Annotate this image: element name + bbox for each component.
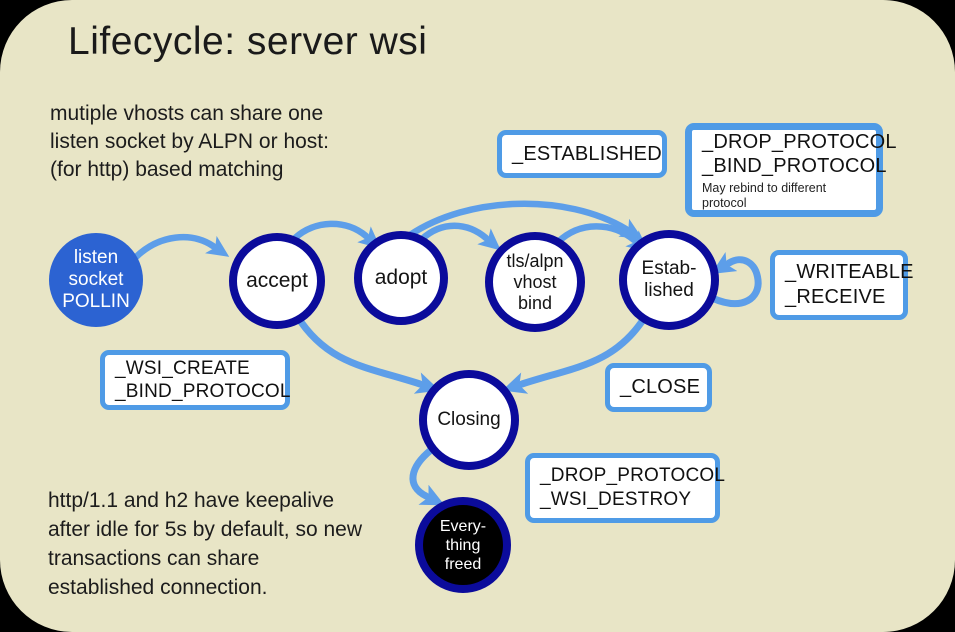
- callout-label: _WSI_CREATE: [115, 358, 250, 379]
- node-label: bind: [517, 292, 553, 313]
- callout-label: _RECEIVE: [785, 286, 886, 308]
- callout-writeable-receive: _WRITEABLE _RECEIVE: [770, 250, 914, 320]
- callout-label: _BIND_PROTOCOL: [115, 381, 291, 402]
- node-listen-socket: listen socket POLLIN: [49, 233, 143, 327]
- callout-label: _DROP_PROTOCOL: [540, 465, 726, 486]
- callout-label: _WRITEABLE: [785, 261, 914, 283]
- node-label: Every-: [439, 517, 487, 535]
- callout-drop-bind-protocol: _DROP_PROTOCOL _BIND_PROTOCOL May rebind…: [685, 123, 897, 217]
- callout-label: _ESTABLISHED: [512, 142, 662, 165]
- node-closing: Closing: [419, 370, 519, 470]
- callout-label: _WSI_DESTROY: [540, 489, 692, 510]
- note-line: http/1.1 and h2 have keepalive: [48, 489, 335, 512]
- callout-established: _ESTABLISHED: [497, 130, 667, 178]
- node-label: freed: [444, 555, 482, 573]
- note-line: after idle for 5s by default, so new: [48, 518, 363, 541]
- note-line: mutiple vhosts can share one: [50, 102, 324, 125]
- note-line: established connection.: [48, 576, 268, 599]
- node-everything-freed: Every- thing freed: [415, 497, 511, 593]
- callout-note: May rebind to different protocol: [702, 180, 827, 210]
- node-label: Estab-: [641, 258, 697, 279]
- callout-label: _BIND_PROTOCOL: [702, 154, 887, 177]
- note-keepalive: http/1.1 and h2 have keepalive after idl…: [48, 486, 362, 602]
- note-line: (for http) based matching: [50, 158, 284, 181]
- node-accept: accept: [229, 233, 325, 329]
- node-label: lished: [644, 280, 694, 301]
- node-label: adopt: [374, 266, 428, 289]
- node-label: Closing: [437, 409, 501, 430]
- callout-drop-protocol-wsi-destroy: _DROP_PROTOCOL _WSI_DESTROY: [525, 453, 726, 523]
- node-label: socket: [68, 269, 124, 290]
- node-label: accept: [246, 269, 308, 292]
- node-label: thing: [445, 536, 481, 554]
- note-line: transactions can share: [48, 547, 260, 570]
- note-line: listen socket by ALPN or host:: [50, 130, 329, 153]
- callout-label: _DROP_PROTOCOL: [702, 130, 897, 153]
- node-adopt: adopt: [354, 231, 448, 325]
- node-label: vhost: [513, 271, 557, 292]
- callout-label: _CLOSE: [620, 376, 701, 398]
- node-label: tls/alpn: [506, 250, 564, 271]
- callout-close: _CLOSE: [605, 363, 712, 412]
- node-established: Estab- lished: [619, 230, 719, 330]
- node-label: listen: [73, 247, 119, 268]
- note-vhosts: mutiple vhosts can share one listen sock…: [50, 100, 329, 184]
- page-title: Lifecycle: server wsi: [68, 20, 428, 63]
- node-tls-alpn-vhost-bind: tls/alpn vhost bind: [485, 232, 585, 332]
- node-label: POLLIN: [62, 291, 130, 312]
- callout-wsi-create-bind-protocol: _WSI_CREATE _BIND_PROTOCOL: [100, 350, 290, 410]
